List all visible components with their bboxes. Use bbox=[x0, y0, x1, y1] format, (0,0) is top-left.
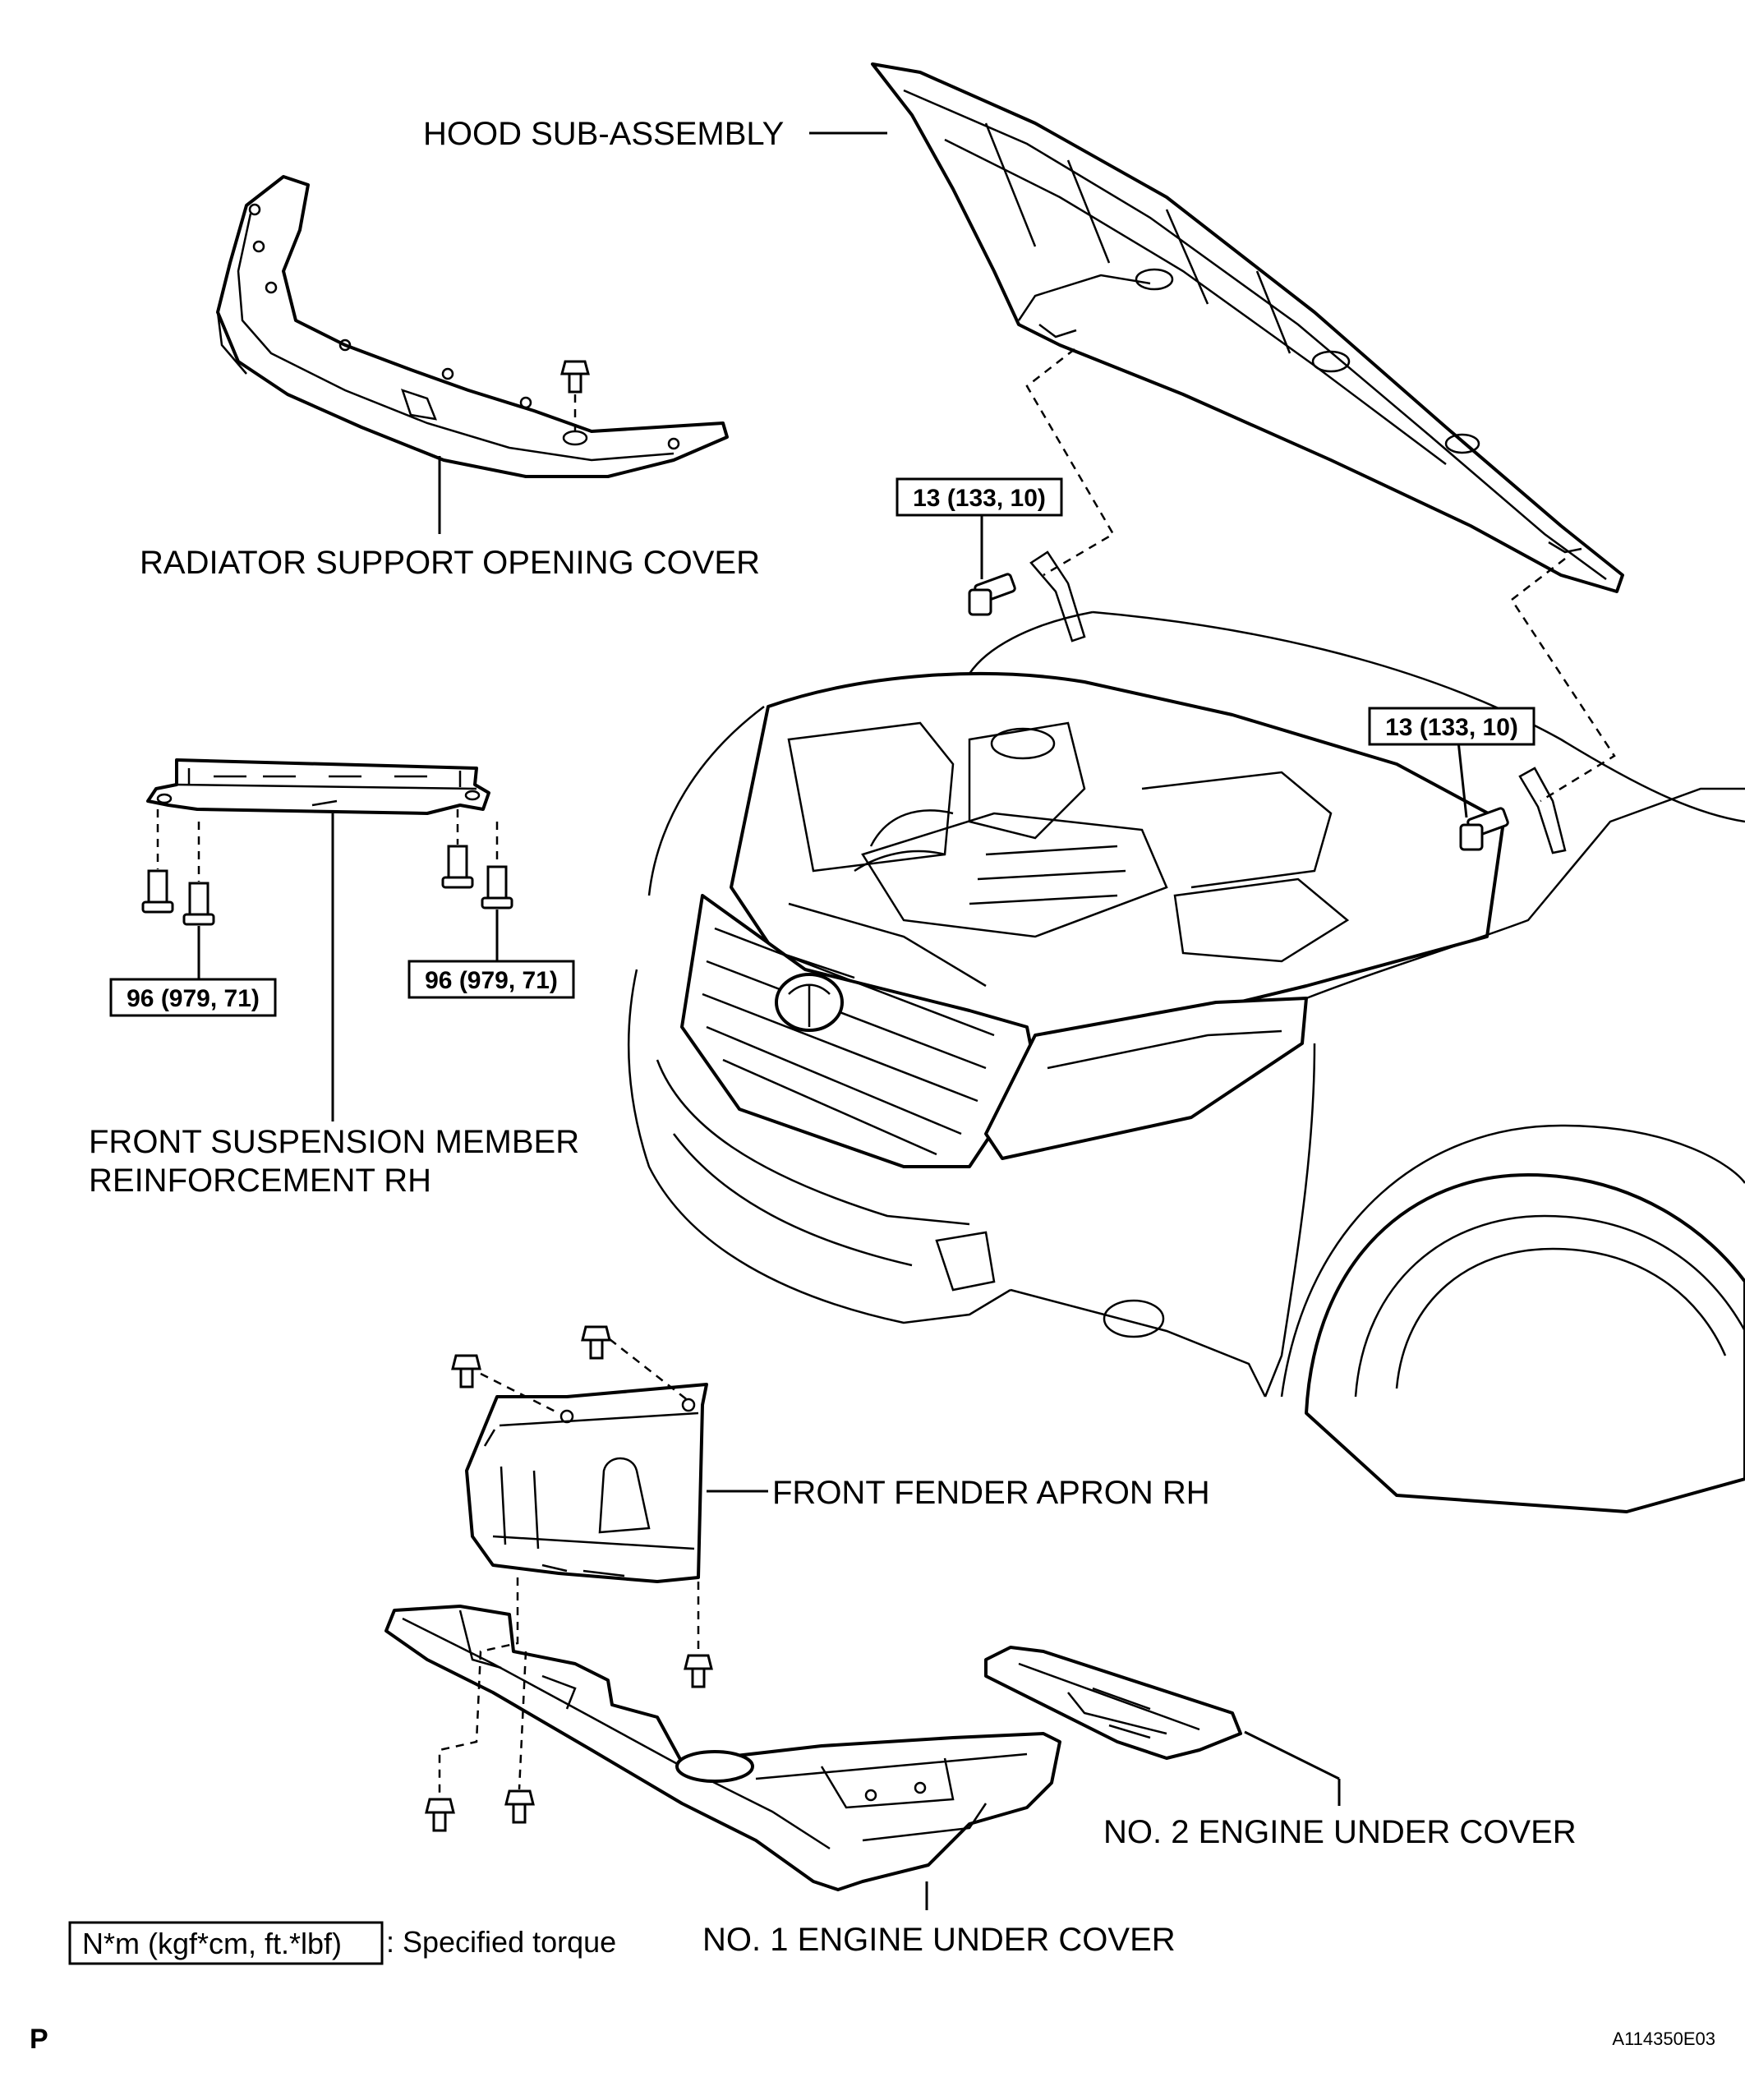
legend-torque-description: : Specified torque bbox=[386, 1925, 616, 1959]
no-1-engine-under-cover bbox=[384, 1605, 1061, 1891]
torque-hood-right: 13 (133, 10) bbox=[1385, 714, 1518, 741]
front-suspension-member-reinforcement bbox=[146, 758, 490, 815]
label-front-fender-apron-rh: FRONT FENDER APRON RH bbox=[772, 1475, 1210, 1511]
label-no-2-engine-under-cover: NO. 2 ENGINE UNDER COVER bbox=[1103, 1814, 1577, 1850]
member-bolts bbox=[141, 845, 513, 926]
label-no-1-engine-under-cover: NO. 1 ENGINE UNDER COVER bbox=[702, 1922, 1176, 1958]
hood-sub-assembly bbox=[871, 62, 1624, 593]
hood-bolt-right bbox=[1459, 807, 1509, 851]
no-2-engine-under-cover bbox=[984, 1646, 1242, 1760]
legend-torque-unit: N*m (kgf*cm, ft.*lbf) bbox=[82, 1927, 342, 1960]
torque-member-right: 96 (979, 71) bbox=[425, 967, 558, 994]
torque-box-member-right bbox=[407, 960, 575, 999]
torque-box-hood-right bbox=[1368, 707, 1536, 746]
figure-code: A114350E03 bbox=[1612, 2029, 1715, 2049]
page-letter: P bbox=[30, 2024, 48, 2055]
radiator-cover-clip bbox=[560, 360, 590, 394]
label-reinforcement-rh: REINFORCEMENT RH bbox=[89, 1163, 431, 1199]
torque-hood-left: 13 (133, 10) bbox=[913, 485, 1046, 512]
radiator-support-opening-cover bbox=[216, 175, 729, 478]
vehicle-front-body bbox=[627, 610, 1745, 1513]
engine-cover-1-bolts bbox=[425, 1789, 535, 1832]
torque-box-hood-left bbox=[896, 477, 1063, 517]
legend-torque-box bbox=[68, 1921, 384, 1965]
torque-box-member-left bbox=[109, 978, 277, 1017]
front-fender-apron-rh bbox=[465, 1383, 708, 1583]
hood-bolt-left bbox=[968, 573, 1016, 616]
torque-member-left: 96 (979, 71) bbox=[127, 985, 260, 1012]
label-hood-sub-assembly: HOOD SUB-ASSEMBLY bbox=[423, 116, 784, 152]
label-front-suspension-member: FRONT SUSPENSION MEMBER bbox=[89, 1124, 579, 1160]
label-radiator-support-opening-cover: RADIATOR SUPPORT OPENING COVER bbox=[140, 545, 760, 581]
